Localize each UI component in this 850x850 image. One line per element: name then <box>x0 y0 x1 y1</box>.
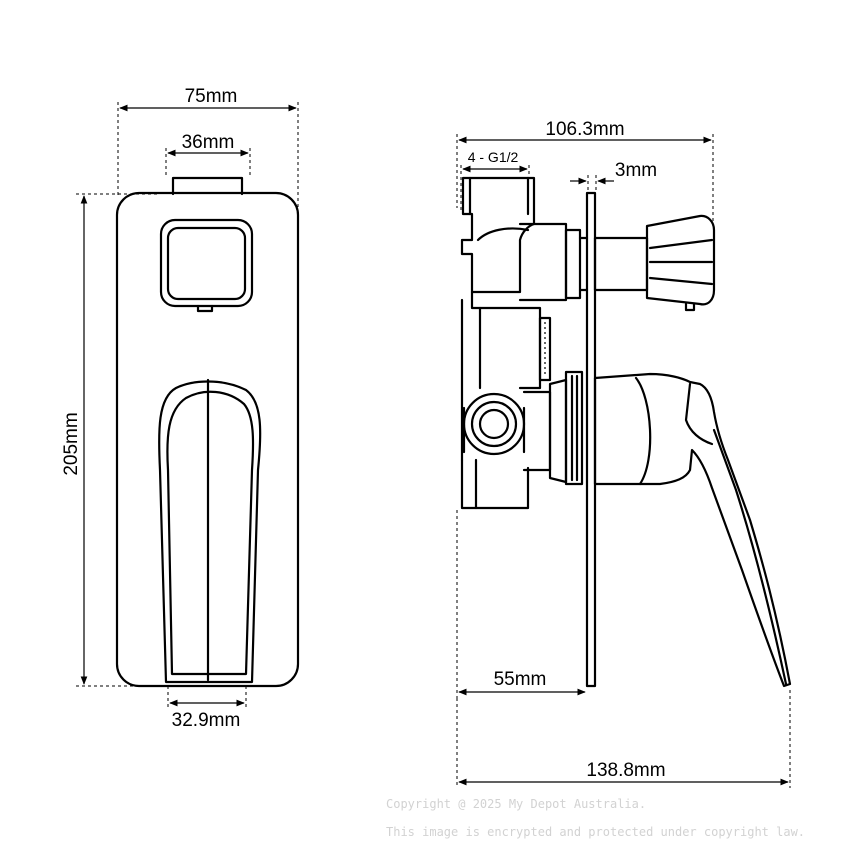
depth-label: 106.3mm <box>545 119 624 140</box>
lever-handle-front <box>158 378 262 684</box>
dimension-handle-width: 32.9mm <box>167 686 247 731</box>
valve-body <box>460 176 589 510</box>
dimension-body: 55mm <box>456 510 586 698</box>
dimension-plate: 3mm <box>570 160 657 192</box>
front-view: 75mm 36mm 205mm 32.9mm <box>61 86 300 731</box>
total-label: 138.8mm <box>586 760 665 781</box>
lever-handle-side <box>593 372 792 688</box>
diverter-knob-side <box>593 214 716 312</box>
side-view: 106.3mm 4 - G1/2 3mm 55mm 13 <box>456 119 792 788</box>
dimension-button-width: 36mm <box>165 132 251 178</box>
diverter-button <box>159 218 254 313</box>
body-label: 55mm <box>494 669 547 690</box>
dimension-inlet: 4 - G1/2 <box>460 149 530 210</box>
plate-label: 3mm <box>615 160 657 181</box>
diverter-top-tab <box>171 176 244 196</box>
height-label: 205mm <box>61 412 82 475</box>
button-width-label: 36mm <box>182 132 235 153</box>
dimension-total: 138.8mm <box>456 690 791 788</box>
watermark-line1: Copyright @ 2025 My Depot Australia. <box>386 797 646 811</box>
dimension-depth: 106.3mm <box>456 119 714 222</box>
inlet-label: 4 - G1/2 <box>468 149 519 165</box>
handle-width-label: 32.9mm <box>172 710 241 731</box>
watermark-line2: This image is encrypted and protected un… <box>386 825 805 839</box>
dimension-height: 205mm <box>61 193 170 687</box>
width-label: 75mm <box>185 86 238 107</box>
cover-plate <box>115 191 300 688</box>
cover-plate-side <box>585 191 597 688</box>
dimension-width: 75mm <box>117 86 299 210</box>
